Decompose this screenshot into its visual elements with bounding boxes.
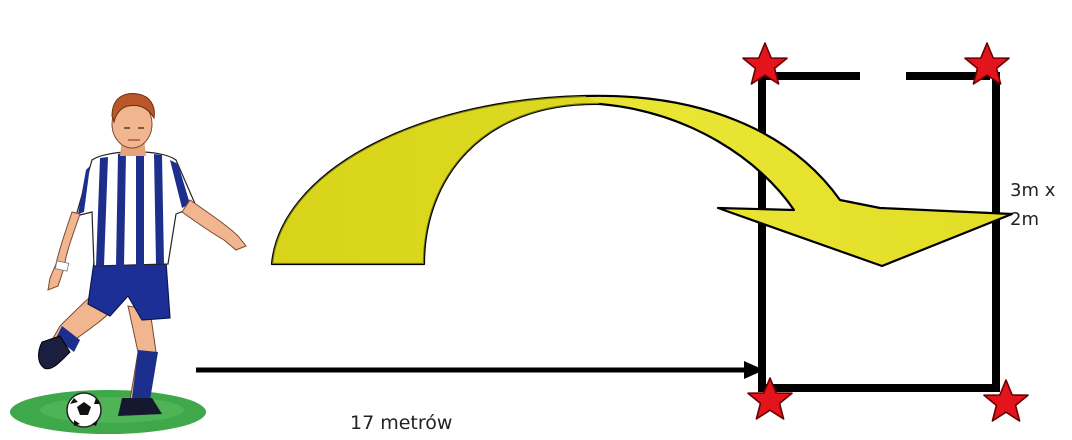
target-square	[758, 72, 1000, 392]
target-size-label-line2: 2m	[1010, 209, 1039, 230]
soccer-player-kicking-icon	[10, 93, 247, 434]
curved-arrow-icon	[270, 94, 1014, 268]
distance-label: 17 metrów	[350, 412, 452, 434]
target-size-label-line1: 3m x	[1010, 180, 1056, 201]
soccer-ball-icon	[66, 392, 102, 428]
distance-arrow	[196, 361, 764, 379]
